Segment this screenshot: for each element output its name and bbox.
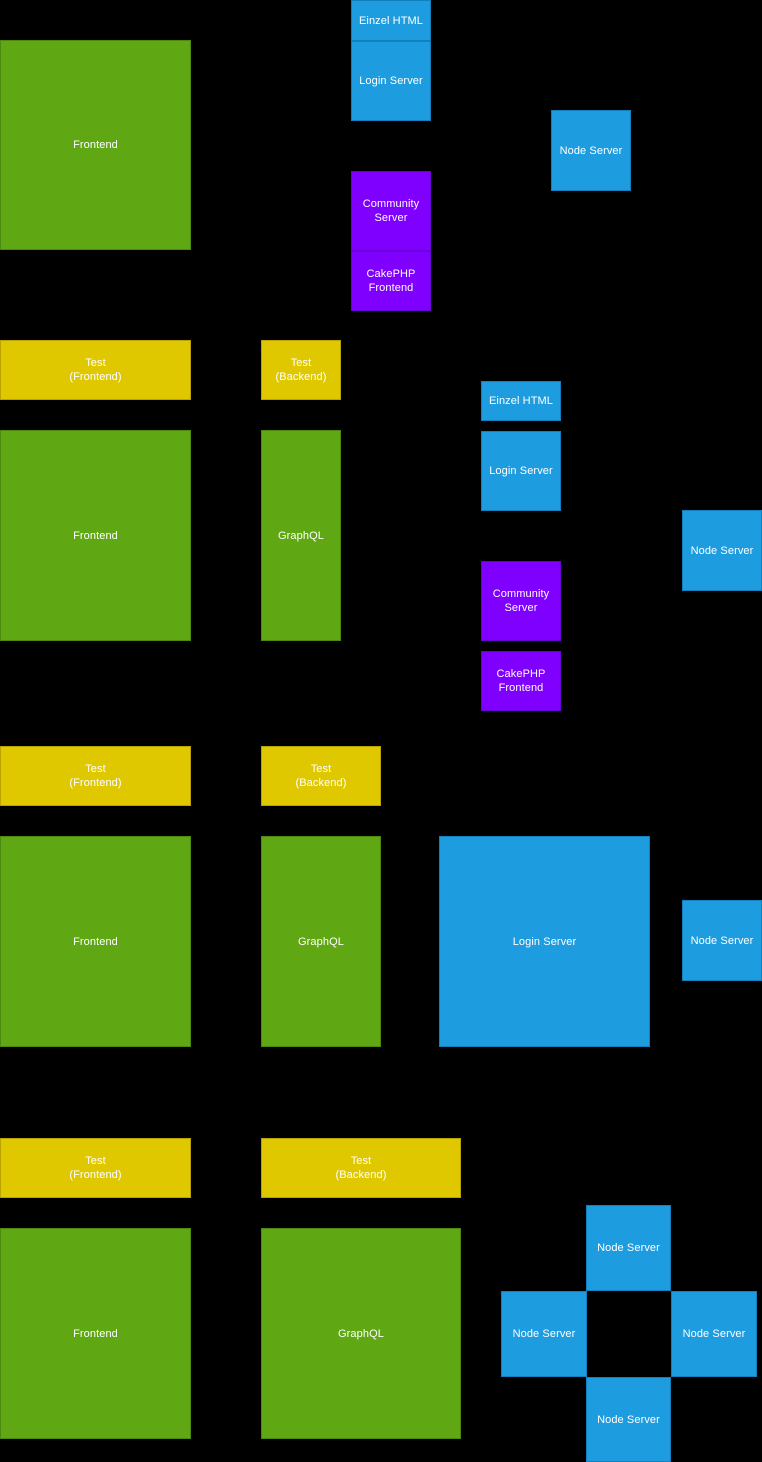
- stage-4-frontend-label: Frontend: [73, 1327, 118, 1340]
- stage-1-login-server-box[interactable]: Login Server: [351, 41, 431, 121]
- stage-4-graphql-box[interactable]: GraphQL: [261, 1228, 461, 1439]
- stage-4-test-backend-box[interactable]: Test (Backend): [261, 1138, 461, 1198]
- stage-4-test-backend-label: Test (Backend): [335, 1155, 387, 1181]
- stage-4-node-server-left-box[interactable]: Node Server: [501, 1291, 587, 1377]
- stage-2-frontend-box[interactable]: Frontend: [0, 430, 191, 641]
- stage-4-node-server-bottom-box[interactable]: Node Server: [586, 1377, 671, 1462]
- stage-4-node-server-right-label: Node Server: [682, 1328, 746, 1340]
- stage-4-test-frontend-box[interactable]: Test (Frontend): [0, 1138, 191, 1198]
- stage-4-node-server-bottom-label: Node Server: [597, 1413, 660, 1426]
- stage-1-node-server-box[interactable]: Node Server: [551, 110, 631, 191]
- stage-4-node-server-left-label: Node Server: [512, 1328, 576, 1340]
- stage-4-frontend-box[interactable]: Frontend: [0, 1228, 191, 1439]
- stage-3-frontend-box[interactable]: Frontend: [0, 836, 191, 1047]
- stage-3-graphql-box[interactable]: GraphQL: [261, 836, 381, 1047]
- stage-4-graphql-label: GraphQL: [338, 1327, 384, 1340]
- stage-4-node-server-top-box[interactable]: Node Server: [586, 1205, 671, 1291]
- stage-4-node-server-right-box[interactable]: Node Server: [671, 1291, 757, 1377]
- stage-4-test-frontend-label: Test (Frontend): [69, 1155, 122, 1181]
- stage-4-node-server-top-label: Node Server: [597, 1242, 660, 1254]
